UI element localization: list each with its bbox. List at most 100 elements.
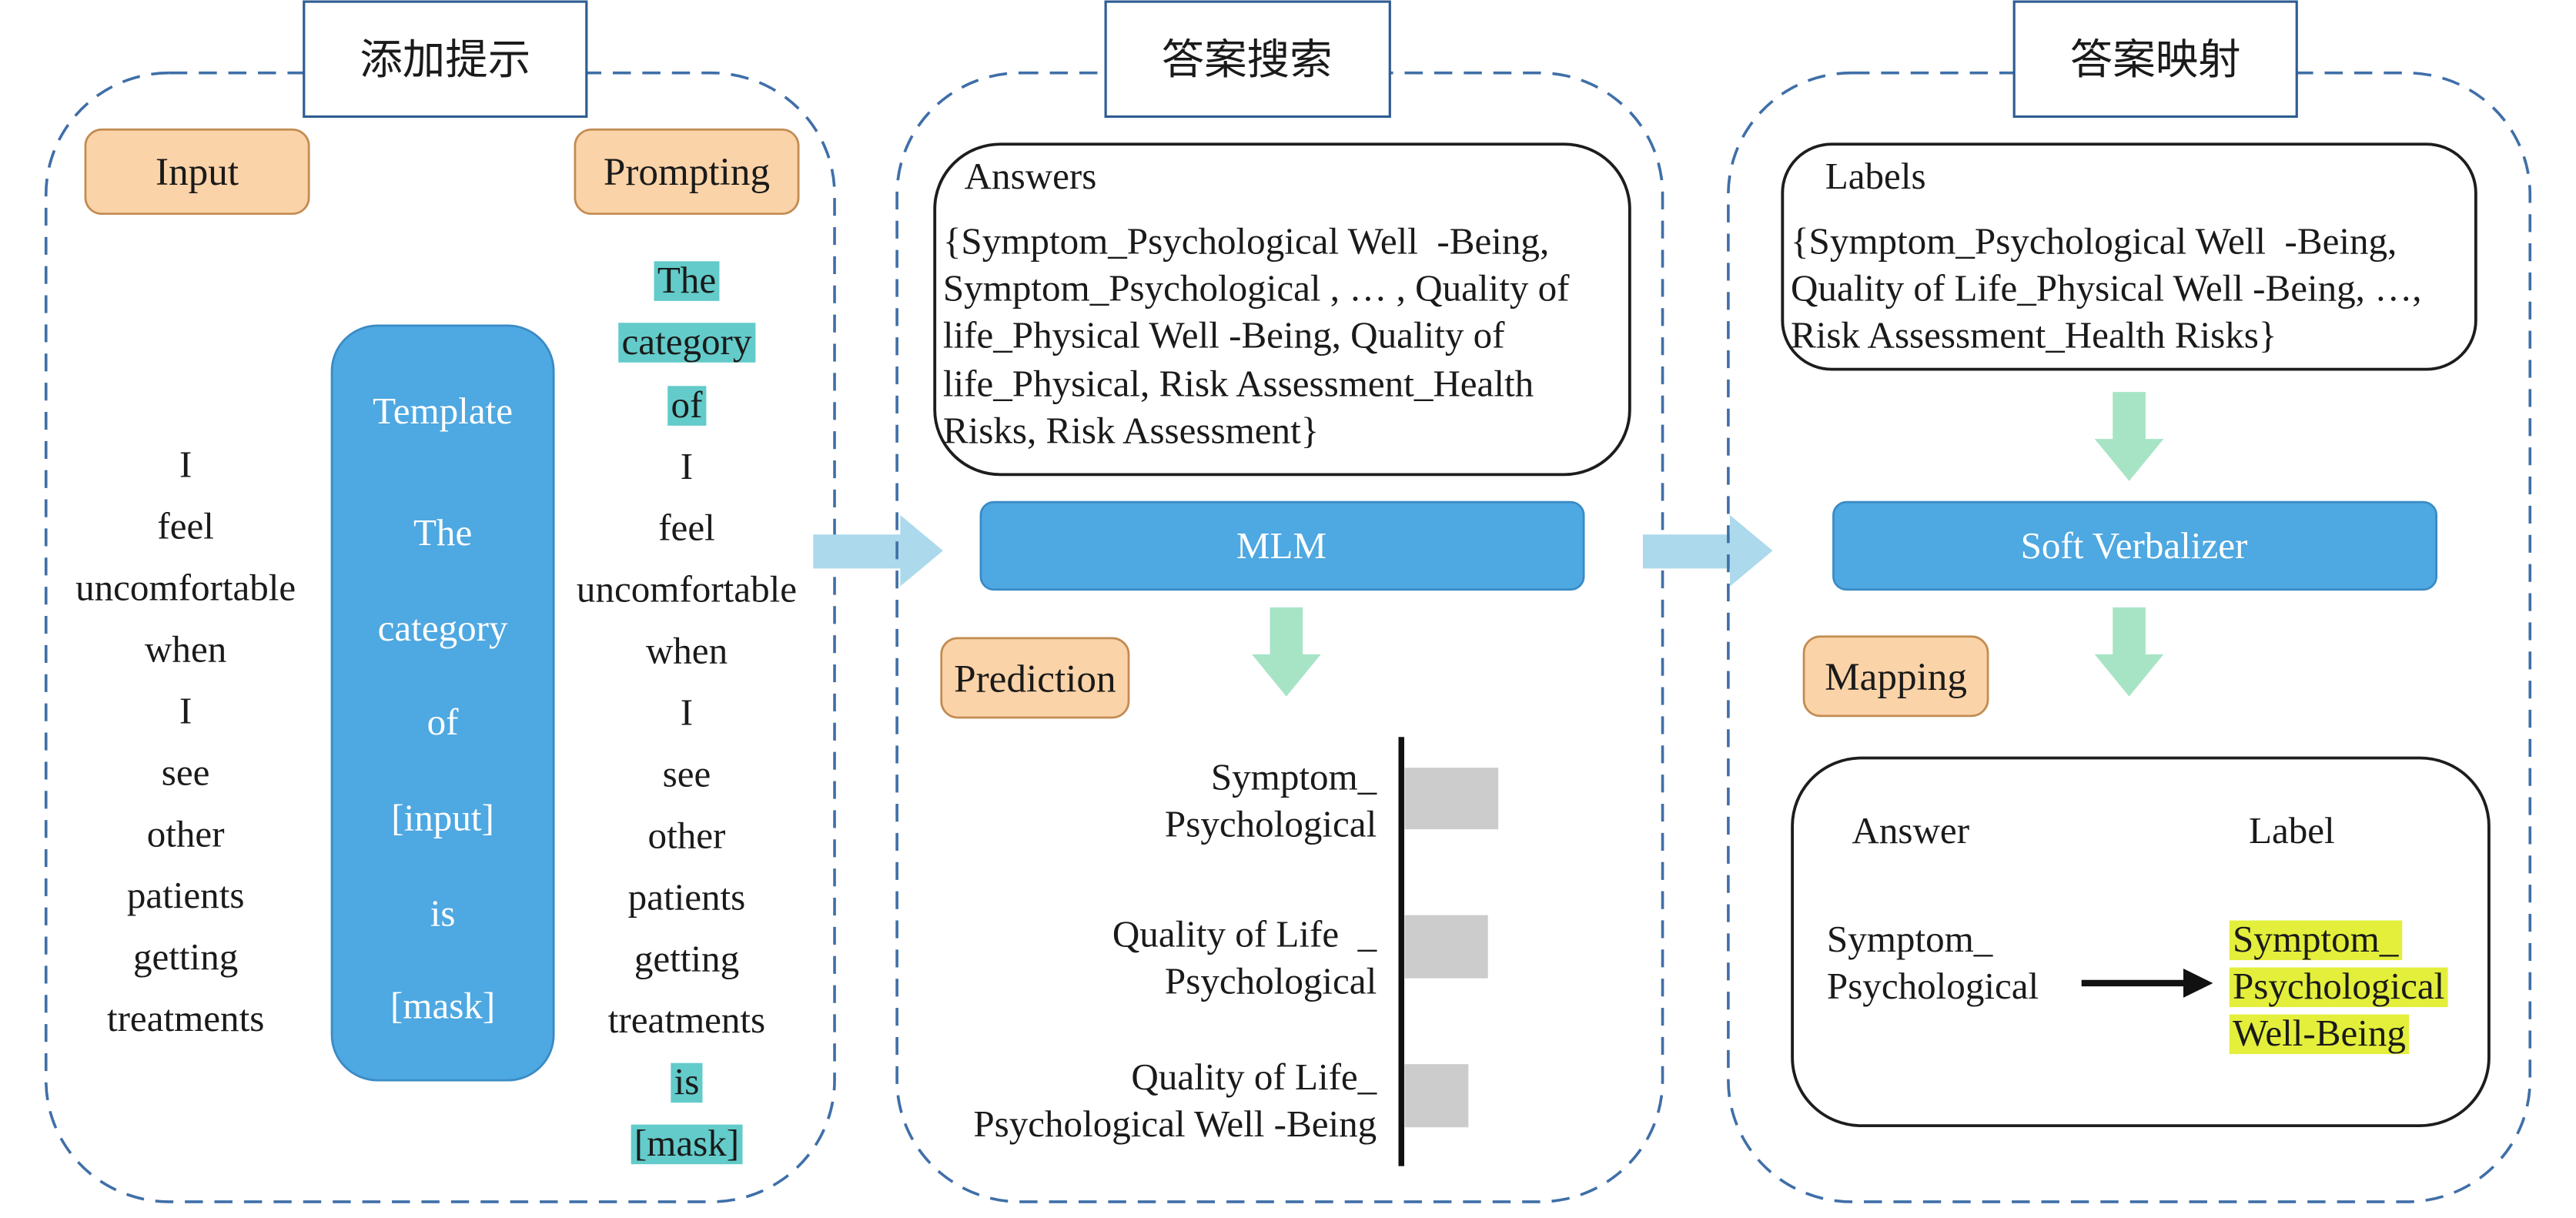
mapping-label-line: Well-Being — [2233, 1012, 2406, 1054]
input-word: I — [179, 444, 192, 486]
prompting-tag-label: Prompting — [604, 150, 770, 193]
input-word: other — [147, 814, 225, 855]
mapping-label-line: Psychological — [2233, 965, 2444, 1007]
labels-line: Risk Assessment_Health Risks} — [1791, 315, 2277, 356]
prompt-panel-title-box — [303, 0, 588, 119]
answer-mapping-title-box — [2012, 0, 2298, 119]
answers-line: Risks, Risk Assessment} — [943, 410, 1319, 452]
prompted-word: I — [681, 446, 693, 487]
prompted-word: other — [648, 815, 726, 857]
answer-mapping-panel: 答案映射 Labels {Symptom_Psychological Well … — [1727, 0, 2532, 1203]
prompted-word: I — [681, 692, 693, 734]
prediction-label: Psychological — [1165, 961, 1377, 1002]
template-line: is — [430, 893, 456, 935]
answer-mapping-title: 答案映射 — [2070, 37, 2241, 84]
prompting-tag — [574, 128, 800, 216]
answer-search-panel-border — [895, 71, 1664, 1203]
prompted-word: treatments — [608, 1000, 765, 1042]
input-word: getting — [133, 936, 238, 978]
mlm-label: MLM — [1236, 525, 1326, 567]
down-arrow-icon — [2094, 607, 2164, 697]
mapping-arrow-head — [2183, 969, 2213, 998]
labels-line: {Symptom_Psychological Well -Being, — [1791, 221, 2397, 263]
prompted-word: of — [671, 384, 704, 426]
answer-search-panel: 答案搜索 Answers {Symptom_Psychological Well… — [895, 0, 1664, 1203]
prompted-word: patients — [628, 877, 746, 919]
template-heading: Template — [373, 391, 513, 433]
prompted-word: getting — [634, 939, 739, 980]
template-line: The — [413, 512, 472, 554]
input-word: uncomfortable — [75, 567, 296, 609]
mapping-table: Answer Label Symptom_ Psychological Symp… — [1791, 756, 2491, 1127]
prompted-sentence: The category of I feel uncomfortable whe… — [577, 259, 797, 1165]
labels-heading: Labels — [1825, 156, 1926, 197]
highlight-mark — [671, 1062, 703, 1103]
mapping-tag — [1802, 635, 1989, 718]
prediction-label: Quality of Life_ — [1131, 1056, 1377, 1098]
answers-line: Symptom_Psychological , … , Quality of — [943, 268, 1570, 310]
template-line: [input] — [391, 798, 494, 839]
template-box — [330, 324, 555, 1082]
prompted-word: is — [674, 1061, 700, 1103]
input-word: when — [145, 629, 226, 671]
prompted-word: when — [646, 631, 728, 672]
answers-card: Answers {Symptom_Psychological Well -Bei… — [933, 142, 1631, 477]
input-word: see — [162, 752, 210, 794]
labels-line: Quality of Life_Physical Well -Being, …, — [1791, 268, 2422, 310]
template-line: [mask] — [390, 985, 495, 1027]
highlight-mark — [654, 261, 720, 301]
highlight-mark — [2229, 920, 2403, 961]
highlight-mark — [667, 386, 707, 426]
highlight-mark — [2229, 1014, 2410, 1055]
prediction-tag — [940, 637, 1130, 719]
highlight-mark — [631, 1124, 743, 1165]
prediction-chart: Symptom_ Psychological Quality of Life _… — [973, 737, 1499, 1166]
input-word: treatments — [107, 998, 264, 1039]
prompted-word: category — [622, 321, 753, 363]
mapping-answer-header: Answer — [1852, 810, 1969, 852]
input-word: feel — [157, 506, 214, 547]
highlight-mark — [618, 323, 756, 363]
prompt-panel: 添加提示 Input Prompting I feel uncomfortabl… — [44, 0, 836, 1203]
flow-arrow-right-icon — [813, 514, 943, 587]
answer-search-title-box — [1104, 0, 1391, 119]
prompted-word: The — [657, 259, 716, 301]
mapping-tag-label: Mapping — [1825, 656, 1967, 699]
prompted-word: uncomfortable — [577, 569, 797, 611]
answers-heading: Answers — [965, 156, 1097, 197]
input-tag-label: Input — [156, 150, 239, 193]
prompted-word: feel — [658, 507, 715, 549]
prediction-label: Quality of Life _ — [1112, 914, 1377, 955]
mapping-label-line: Symptom_ — [2233, 919, 2399, 960]
input-word: I — [179, 691, 192, 732]
labels-card: Labels {Symptom_Psychological Well -Bein… — [1781, 142, 2477, 371]
mapping-label-header: Label — [2249, 810, 2335, 852]
highlight-mark — [2229, 967, 2448, 1008]
prompt-panel-title: 添加提示 — [360, 37, 530, 84]
prediction-bar — [1404, 915, 1488, 979]
prediction-label: Psychological Well -Being — [973, 1103, 1377, 1145]
mapping-answer-line: Symptom_ — [1827, 919, 1993, 960]
answers-line: {Symptom_Psychological Well -Being, — [943, 221, 1549, 263]
down-arrow-icon — [2094, 392, 2164, 481]
prediction-bar — [1404, 1064, 1469, 1128]
soft-verbalizer-label: Soft Verbalizer — [2021, 525, 2248, 567]
soft-verbalizer-box — [1832, 500, 2438, 591]
answers-box — [933, 142, 1631, 477]
prediction-label: Psychological — [1165, 804, 1377, 845]
labels-box — [1781, 142, 2477, 371]
answers-line: life_Physical, Risk Assessment_Health — [943, 363, 1534, 405]
answer-search-title: 答案搜索 — [1162, 37, 1333, 84]
flow-arrow-right-icon — [1642, 514, 1773, 587]
input-sentence: I feel uncomfortable when I see other pa… — [75, 444, 296, 1039]
down-arrow-icon — [1252, 607, 1321, 697]
input-word: patients — [127, 875, 245, 917]
template-line: category — [378, 607, 509, 649]
prediction-tag-label: Prediction — [954, 658, 1116, 701]
mapping-answer-line: Psychological — [1827, 965, 2039, 1007]
prediction-label: Symptom_ — [1211, 757, 1377, 798]
mlm-box — [979, 500, 1585, 591]
template-block: Template The category of [input] is [mas… — [330, 324, 555, 1082]
prompted-word: see — [663, 754, 711, 795]
